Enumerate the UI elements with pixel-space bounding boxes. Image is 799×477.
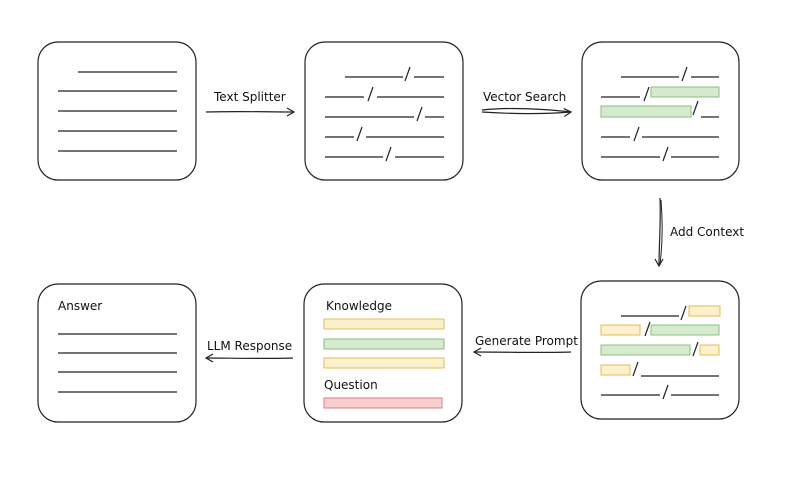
add-context-edge: Add Context <box>654 197 744 268</box>
chunk-separator <box>680 305 687 321</box>
generate-prompt-label: Generate Prompt <box>475 334 578 348</box>
matched-chunk-highlight <box>650 86 720 98</box>
knowledge-bar <box>323 357 445 369</box>
vector-search-edge: Vector Search <box>481 90 573 118</box>
chunk-separator <box>632 361 639 377</box>
chunk-separator <box>356 126 363 142</box>
context-highlight <box>699 344 720 356</box>
context-highlight <box>688 305 721 317</box>
document-box <box>37 41 197 181</box>
chunk-separator <box>367 86 374 102</box>
knowledge-bar <box>323 318 445 330</box>
context-highlight <box>600 324 641 336</box>
chunk-separator <box>692 100 699 116</box>
chunk-separator <box>633 126 640 142</box>
add-context-label: Add Context <box>670 225 744 239</box>
chunk-separator <box>662 146 669 162</box>
knowledge-bar <box>323 338 445 350</box>
llm-response-edge: LLM Response <box>204 339 294 363</box>
chunk-separator <box>416 106 423 122</box>
text-splitter-edge: Text Splitter <box>205 90 296 117</box>
generate-prompt-edge: Generate Prompt <box>472 334 578 357</box>
chunk-separator <box>404 66 411 82</box>
chunk-separator <box>643 86 650 102</box>
llm-response-label: LLM Response <box>207 339 292 353</box>
chunks-box <box>304 41 464 181</box>
matched-chunk-highlight <box>600 105 692 118</box>
knowledge-label: Knowledge <box>326 299 392 313</box>
search-results-box <box>581 41 740 181</box>
question-label: Question <box>324 378 378 392</box>
answer-title: Answer <box>58 299 102 313</box>
question-bar <box>323 397 443 409</box>
chunk-separator <box>662 384 669 400</box>
matched-chunk-highlight <box>650 324 720 336</box>
chunk-separator <box>681 66 688 82</box>
prompt-box: Knowledge Question <box>303 283 463 423</box>
vector-search-label: Vector Search <box>483 90 566 104</box>
chunk-separator <box>385 146 392 162</box>
chunk-separator <box>692 341 699 357</box>
answer-box: Answer <box>37 283 197 423</box>
matched-chunk-highlight <box>600 344 691 356</box>
context-box <box>580 280 740 420</box>
text-splitter-label: Text Splitter <box>213 90 286 104</box>
context-highlight <box>600 364 631 376</box>
chunk-separator <box>644 321 651 337</box>
